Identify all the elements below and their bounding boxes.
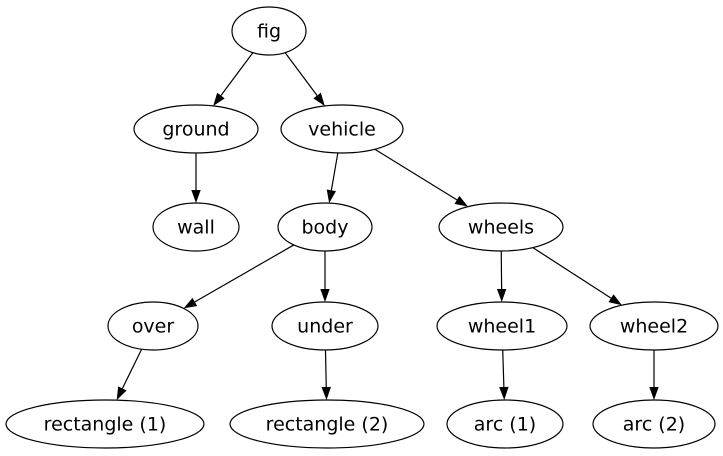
node-label: rectangle (1): [44, 413, 167, 435]
node-wheel2: wheel2: [589, 301, 719, 351]
edge-line: [324, 349, 327, 388]
edge-arrowhead: [454, 195, 469, 207]
node-ellipse: [152, 202, 240, 252]
edge-wheel1-arc1: [499, 349, 509, 401]
edge-arrowhead: [213, 92, 225, 106]
edge-arrowhead: [499, 386, 509, 401]
edge-line: [374, 148, 458, 201]
edge-arrowhead: [649, 387, 659, 400]
node-label: ground: [162, 118, 229, 140]
edge-arrowhead: [326, 189, 336, 204]
node-label: wheel1: [468, 315, 536, 337]
node-ellipse: [277, 202, 373, 252]
node-ellipse: [271, 301, 379, 351]
node-ellipse: [592, 399, 716, 449]
node-ellipse: [589, 301, 719, 351]
node-ground: ground: [133, 104, 259, 154]
node-ellipse: [231, 6, 307, 56]
node-ellipse: [438, 202, 564, 252]
node-label: vehicle: [308, 118, 376, 140]
edge-wheel2-arc2: [649, 350, 659, 400]
edge-ground-wall: [191, 153, 201, 203]
edge-line: [220, 52, 254, 96]
node-rectangle1: rectangle (1): [5, 399, 205, 449]
node-over: over: [107, 301, 199, 351]
edge-arrowhead: [116, 386, 127, 401]
edge-line: [121, 348, 143, 389]
edge-arrowhead: [608, 294, 622, 306]
node-label: rectangle (2): [266, 413, 389, 435]
edge-arrowhead: [183, 297, 198, 309]
node-ellipse: [436, 301, 568, 351]
node-wall: wall: [152, 202, 240, 252]
node-label: arc (2): [623, 413, 685, 435]
edge-vehicle-wheels: [374, 148, 469, 207]
node-label: arc (1): [474, 413, 536, 435]
node-ellipse: [280, 104, 404, 154]
node-wheel1: wheel1: [436, 301, 568, 351]
node-ellipse: [133, 104, 259, 154]
node-arc2: arc (2): [592, 399, 716, 449]
edge-vehicle-body: [326, 152, 339, 204]
node-fig: fig: [231, 6, 307, 56]
node-label: over: [132, 315, 175, 337]
edge-body-under: [320, 251, 330, 302]
node-ellipse: [107, 301, 199, 351]
edge-wheels-wheel2: [532, 247, 622, 306]
node-label: body: [302, 216, 349, 238]
edge-arrowhead: [496, 288, 507, 303]
edge-body-over: [183, 244, 295, 309]
node-label: under: [297, 315, 353, 337]
edge-wheels-wheel1: [496, 250, 507, 303]
node-vehicle: vehicle: [280, 104, 404, 154]
node-label: wheel2: [620, 315, 688, 337]
edge-line: [330, 152, 339, 191]
node-rectangle2: rectangle (2): [229, 399, 425, 449]
edge-line: [284, 52, 318, 96]
edge-over-rectangle1: [116, 348, 143, 401]
node-under: under: [271, 301, 379, 351]
node-label: wall: [177, 216, 215, 238]
edge-arrowhead: [321, 386, 331, 401]
edge-fig-ground: [213, 52, 254, 106]
edge-arrowhead: [191, 190, 201, 203]
node-ellipse: [5, 399, 205, 449]
node-label: fig: [257, 20, 281, 42]
edge-arrowhead: [320, 289, 330, 302]
edge-line: [194, 244, 295, 303]
node-ellipse: [446, 399, 564, 449]
node-ellipse: [229, 399, 425, 449]
edge-arrowhead: [313, 92, 325, 106]
node-wheels: wheels: [438, 202, 564, 252]
node-body: body: [277, 202, 373, 252]
node-label: wheels: [468, 216, 534, 238]
node-arc1: arc (1): [446, 399, 564, 449]
edge-line: [532, 247, 612, 299]
edge-under-rectangle2: [321, 349, 331, 401]
edge-line: [502, 349, 505, 388]
edge-fig-vehicle: [284, 52, 325, 106]
